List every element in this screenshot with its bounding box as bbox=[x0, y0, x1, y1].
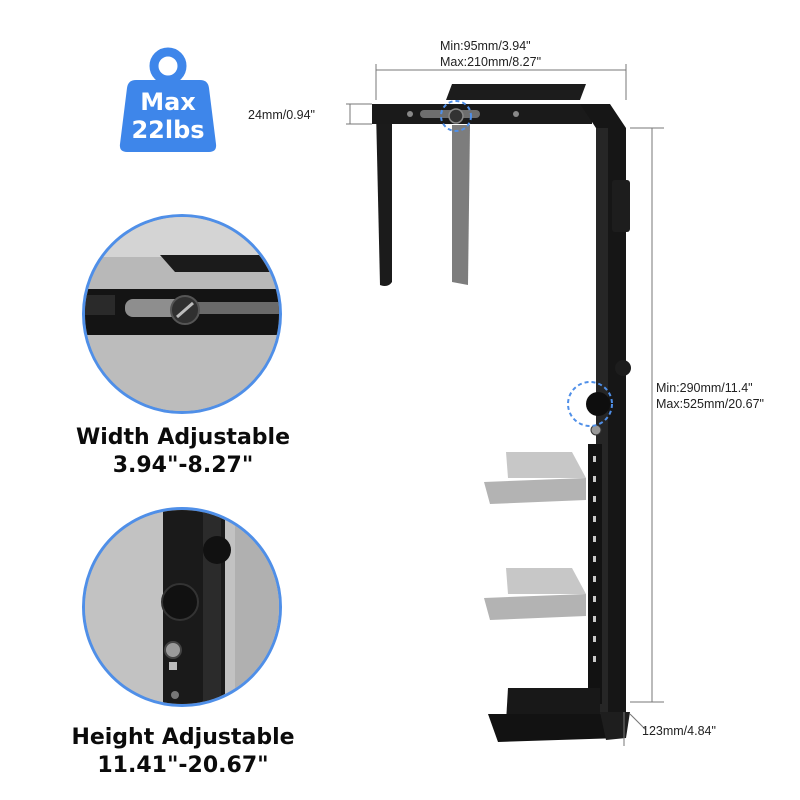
height-adjust-zoom bbox=[82, 507, 282, 707]
height-adjust-range: 11.41"-20.67" bbox=[97, 753, 269, 778]
width-adjust-zoom bbox=[82, 214, 282, 414]
top-width-max-label: Max:210mm/8.27" bbox=[440, 55, 542, 69]
width-adjust-title: Width Adjustable bbox=[75, 425, 291, 450]
base-depth-label: 123mm/4.84" bbox=[642, 724, 716, 738]
height-adjust-title: Height Adjustable bbox=[71, 725, 295, 750]
badge-line-1: Max bbox=[140, 88, 196, 116]
top-width-min-label: Min:95mm/3.94" bbox=[440, 39, 531, 53]
badge-line-2: 22lbs bbox=[131, 116, 205, 144]
height-max-label: Max:525mm/20.67" bbox=[656, 397, 764, 411]
height-min-label: Min:290mm/11.4" bbox=[656, 381, 753, 395]
width-adjust-range: 3.94"-8.27" bbox=[112, 453, 254, 478]
clamp-height-label: 24mm/0.94" bbox=[248, 108, 315, 122]
width-adjust-caption: Width Adjustable 3.94"-8.27" bbox=[40, 424, 326, 480]
max-load-badge: Max 22lbs bbox=[118, 44, 218, 154]
height-adjust-caption: Height Adjustable 11.41"-20.67" bbox=[40, 724, 326, 780]
weight-icon bbox=[119, 47, 217, 152]
